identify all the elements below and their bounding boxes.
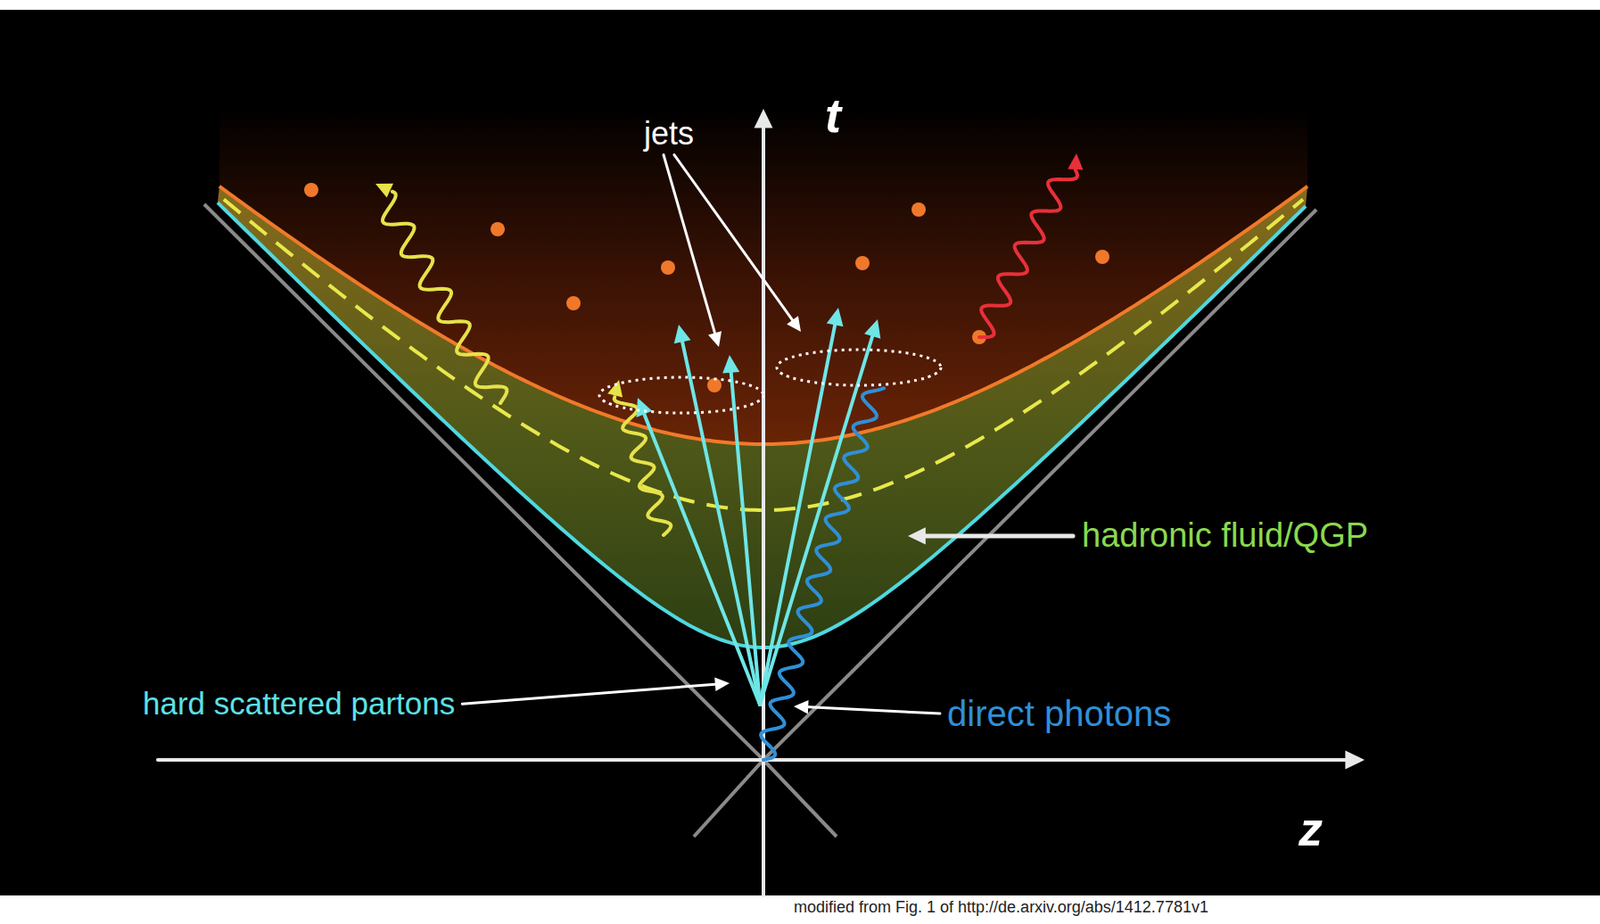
thermal-photon-head xyxy=(607,379,623,398)
t-axis-head xyxy=(754,108,774,129)
jet-parton xyxy=(681,338,760,705)
background-panel xyxy=(0,9,1600,896)
jet-cone xyxy=(776,349,941,386)
callout-label: jets xyxy=(643,115,694,152)
jet-cone xyxy=(599,377,764,413)
leader-arrow xyxy=(674,155,795,323)
jet-parton xyxy=(759,321,836,705)
t-axis xyxy=(761,123,766,896)
direct-photon xyxy=(760,387,884,760)
jet-parton xyxy=(759,332,875,705)
leader-arrow-head xyxy=(786,315,801,332)
z-axis xyxy=(157,758,1350,762)
hadron-dot xyxy=(304,182,319,198)
z-axis-head xyxy=(1344,750,1365,770)
hadron-dot xyxy=(660,260,676,275)
region-label: hadronic fluid/QGP xyxy=(1081,517,1369,555)
callout-label: hard scattered partons xyxy=(142,686,455,722)
leader-arrow-head xyxy=(708,330,722,347)
hadron-dot xyxy=(911,202,926,217)
decay-photon xyxy=(979,170,1078,338)
axis-label: t xyxy=(824,89,842,142)
light-cone xyxy=(204,204,1317,760)
jet-parton xyxy=(643,410,760,705)
source-caption: modified from Fig. 1 of http://de.arxiv.… xyxy=(793,898,1209,917)
leader-arrow xyxy=(461,684,718,704)
leader-arrow-head xyxy=(793,700,809,715)
leader-arrow-head xyxy=(714,676,730,692)
thermal-photon xyxy=(382,191,507,404)
decay-photon-head xyxy=(1067,153,1083,171)
jet-parton-head xyxy=(722,354,740,374)
thermal-photon xyxy=(614,396,672,536)
jet-parton-head xyxy=(826,307,844,327)
jet-parton-head xyxy=(674,324,692,344)
thermal-photon-head xyxy=(375,183,394,198)
hadron-dot xyxy=(855,255,870,271)
callout-label: direct photons xyxy=(947,693,1172,734)
leader-arrow xyxy=(805,707,941,714)
hadron-dot xyxy=(566,296,581,311)
leader-arrow-head xyxy=(907,527,926,545)
jet-parton-head xyxy=(864,319,881,339)
jet-parton-head xyxy=(635,397,652,418)
hadron-dot xyxy=(707,378,722,393)
leader-arrow xyxy=(921,533,1073,538)
axis-label: z xyxy=(1298,802,1323,856)
hadron-dot xyxy=(1095,249,1110,264)
jet-parton xyxy=(730,368,760,705)
hadron-dot xyxy=(490,222,505,237)
leader-arrow xyxy=(663,155,717,337)
